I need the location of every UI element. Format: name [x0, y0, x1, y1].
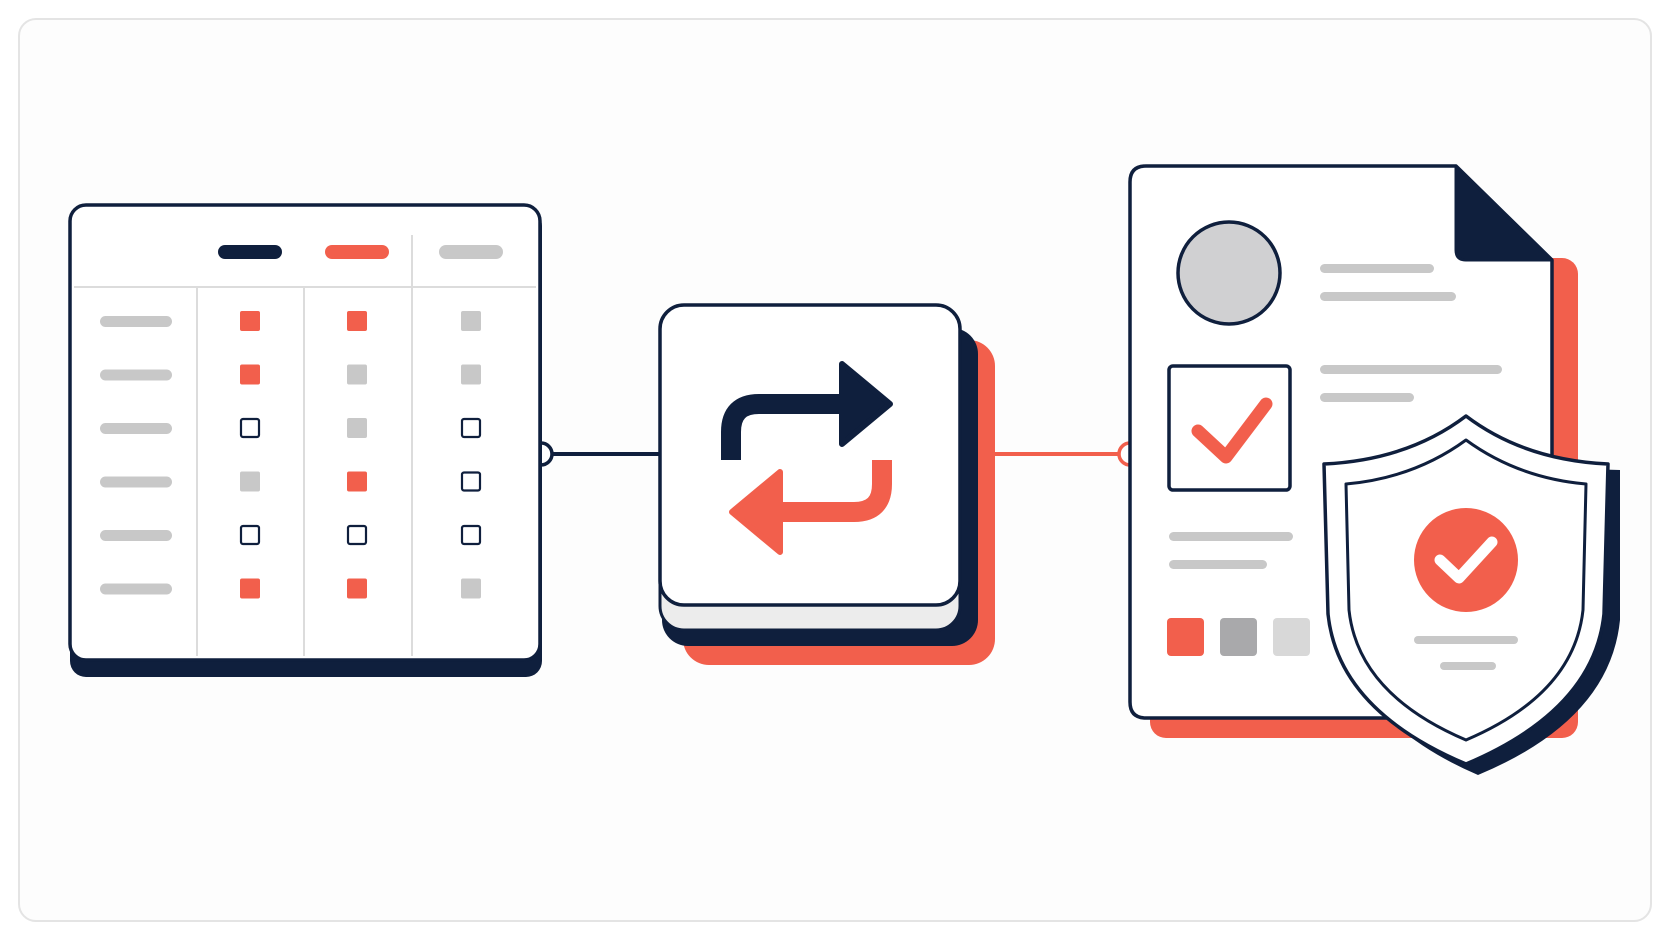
color-swatch: [1273, 618, 1310, 656]
connector-right: [985, 441, 1143, 467]
matrix-cell: [460, 524, 482, 546]
color-swatch: [1220, 618, 1257, 656]
connector-left: [528, 441, 662, 467]
matrix-row-label: [100, 423, 172, 434]
matrix-cell: [240, 311, 260, 331]
matrix-cell: [460, 417, 482, 439]
checkmark-icon: [1191, 397, 1273, 464]
text-line: [1169, 560, 1267, 569]
exchange-face: [658, 303, 962, 607]
matrix-cell: [347, 578, 367, 599]
text-line: [1320, 365, 1502, 374]
matrix-cell: [240, 578, 260, 599]
text-line: [1440, 662, 1496, 670]
text-line: [1320, 292, 1456, 301]
permission-matrix: [68, 203, 542, 677]
matrix-cell: [347, 364, 367, 385]
checkbox-checked: [1167, 364, 1292, 492]
swap-arrows-icon: [721, 361, 893, 555]
matrix-row-label: [100, 530, 172, 541]
matrix-cell: [347, 471, 367, 492]
matrix-header-pill: [325, 245, 389, 259]
matrix-cell: [239, 524, 261, 546]
matrix-header-pill: [218, 245, 282, 259]
matrix-cell: [240, 364, 260, 385]
matrix-cell: [347, 418, 367, 438]
text-line: [1320, 264, 1434, 273]
matrix-row-label: [100, 369, 172, 381]
document-fold: [1454, 164, 1554, 262]
matrix-cell: [347, 311, 367, 331]
shield-badge: [1414, 508, 1518, 612]
text-line: [1169, 532, 1293, 541]
avatar: [1176, 220, 1282, 326]
matrix-row-label: [100, 316, 172, 327]
matrix-header-pill: [439, 245, 503, 259]
exchange-card: [658, 303, 995, 665]
shield-check-icon: [1322, 414, 1620, 775]
color-swatch: [1167, 618, 1204, 656]
matrix-row-label: [100, 476, 172, 488]
matrix-row-label: [100, 583, 172, 595]
matrix-cell: [460, 471, 482, 492]
matrix-cell: [346, 524, 368, 546]
matrix-cell: [461, 364, 481, 385]
shield-check: [1434, 536, 1498, 584]
text-line: [1320, 393, 1414, 402]
matrix-cell: [239, 417, 261, 439]
text-line: [1414, 636, 1518, 644]
matrix-cell: [461, 311, 481, 331]
matrix-cell: [461, 578, 481, 599]
matrix-cell: [240, 471, 260, 492]
